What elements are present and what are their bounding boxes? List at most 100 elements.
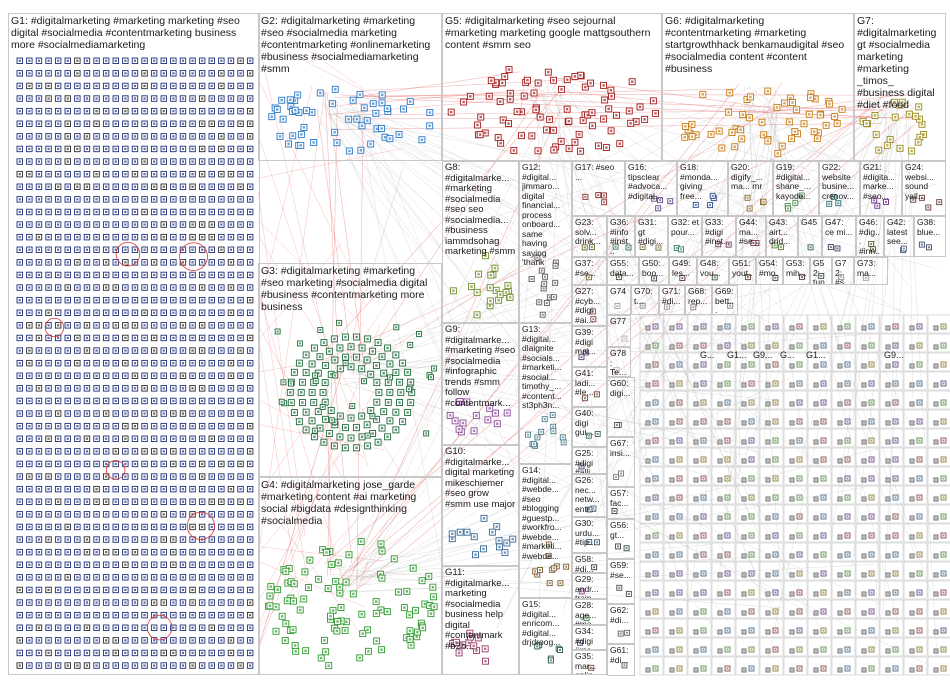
node[interactable] <box>837 629 843 635</box>
node[interactable] <box>892 551 899 558</box>
mini-group-box[interactable] <box>711 504 736 524</box>
node[interactable] <box>558 85 565 93</box>
node[interactable] <box>336 433 344 441</box>
node[interactable] <box>35 473 43 480</box>
node[interactable] <box>549 126 557 134</box>
node[interactable] <box>892 475 899 482</box>
node[interactable] <box>189 309 196 316</box>
node[interactable] <box>35 385 43 392</box>
mini-group-box[interactable] <box>855 371 880 391</box>
node[interactable] <box>789 515 795 521</box>
node[interactable] <box>246 586 254 594</box>
mini-group-box[interactable] <box>903 637 928 657</box>
node[interactable] <box>150 196 158 203</box>
mini-group-box[interactable] <box>783 428 808 448</box>
node[interactable] <box>484 416 492 424</box>
node[interactable] <box>669 344 675 350</box>
node[interactable] <box>64 322 71 329</box>
node[interactable] <box>933 477 939 483</box>
node[interactable] <box>45 133 52 140</box>
node[interactable] <box>170 347 177 354</box>
node[interactable] <box>237 183 244 190</box>
node[interactable] <box>64 649 71 657</box>
node[interactable] <box>652 323 659 330</box>
node[interactable] <box>741 572 747 578</box>
node[interactable] <box>940 513 947 520</box>
node[interactable] <box>16 372 23 379</box>
node[interactable] <box>377 570 385 578</box>
node[interactable] <box>112 284 119 291</box>
node[interactable] <box>45 57 52 64</box>
mini-group-box[interactable] <box>927 580 950 600</box>
node[interactable] <box>933 363 939 369</box>
node[interactable] <box>64 196 71 203</box>
mini-group-box[interactable] <box>807 485 832 505</box>
mini-group-box[interactable] <box>639 447 664 467</box>
node[interactable] <box>868 399 875 406</box>
node[interactable] <box>131 196 139 203</box>
node[interactable] <box>280 379 287 386</box>
node[interactable] <box>16 435 23 442</box>
mini-group-box[interactable] <box>759 447 784 467</box>
node[interactable] <box>112 334 119 342</box>
mini-group-box[interactable] <box>831 333 856 353</box>
mini-group-box[interactable] <box>831 599 856 619</box>
node[interactable] <box>632 118 640 126</box>
node[interactable] <box>45 649 52 657</box>
node[interactable] <box>472 551 479 559</box>
node[interactable] <box>700 323 707 330</box>
node[interactable] <box>208 221 215 228</box>
node[interactable] <box>246 511 254 518</box>
node[interactable] <box>916 418 923 425</box>
node[interactable] <box>378 574 386 582</box>
node[interactable] <box>741 629 747 635</box>
node[interactable] <box>367 370 375 378</box>
node[interactable] <box>487 77 495 85</box>
node[interactable] <box>676 513 683 520</box>
node[interactable] <box>160 183 167 190</box>
node[interactable] <box>227 221 235 228</box>
node[interactable] <box>741 344 747 350</box>
node[interactable] <box>302 408 310 416</box>
node[interactable] <box>150 435 158 442</box>
node[interactable] <box>45 460 52 468</box>
node[interactable] <box>789 325 795 331</box>
mini-group-box[interactable] <box>759 409 784 429</box>
mini-group-box[interactable] <box>687 523 712 543</box>
node[interactable] <box>122 309 129 316</box>
node[interactable] <box>645 572 651 578</box>
node[interactable] <box>16 170 23 178</box>
node[interactable] <box>796 456 803 463</box>
node[interactable] <box>237 70 244 77</box>
node[interactable] <box>377 540 385 548</box>
node[interactable] <box>407 641 415 649</box>
node[interactable] <box>772 513 779 520</box>
node[interactable] <box>789 420 795 426</box>
node[interactable] <box>83 196 91 203</box>
node[interactable] <box>300 123 308 131</box>
node[interactable] <box>518 108 526 116</box>
node[interactable] <box>179 183 187 190</box>
mini-group-box[interactable] <box>783 618 808 638</box>
node[interactable] <box>700 494 707 501</box>
node[interactable] <box>820 627 827 634</box>
node[interactable] <box>506 293 514 301</box>
node[interactable] <box>45 511 52 518</box>
node[interactable] <box>717 629 723 635</box>
node[interactable] <box>909 648 915 654</box>
node[interactable] <box>364 335 372 343</box>
node[interactable] <box>189 561 196 568</box>
node[interactable] <box>122 574 129 581</box>
node[interactable] <box>208 309 215 316</box>
node[interactable] <box>131 70 139 77</box>
node[interactable] <box>681 133 689 141</box>
mini-group-box[interactable] <box>831 523 856 543</box>
node[interactable] <box>237 536 244 543</box>
node[interactable] <box>64 145 71 153</box>
node[interactable] <box>93 233 100 241</box>
mini-group-box[interactable] <box>759 561 784 581</box>
node[interactable] <box>218 523 225 531</box>
node[interactable] <box>208 347 215 354</box>
node[interactable] <box>150 95 158 102</box>
node[interactable] <box>237 246 244 253</box>
